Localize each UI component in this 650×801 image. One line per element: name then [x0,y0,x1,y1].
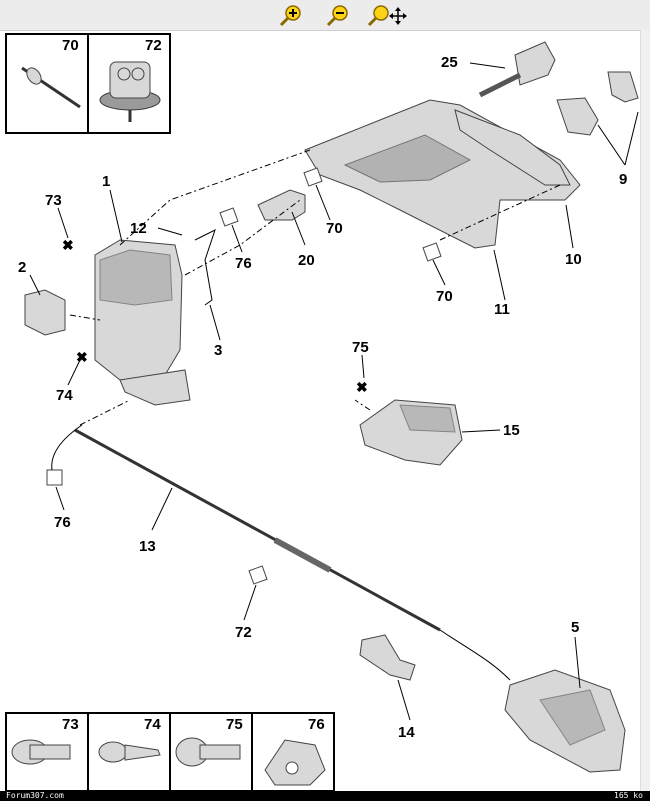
zoom-out-icon[interactable] [326,4,350,26]
callout-15: 15 [503,422,520,439]
inset-label-70: 70 [62,37,79,54]
clip-fastener-icon [99,61,161,122]
status-site-name: Forum307.com [6,791,64,800]
svg-text:✖: ✖ [76,349,88,365]
torx-screw-icon [11,739,71,765]
interior-handle-part [504,669,626,773]
zoom-pan-icon[interactable] [367,4,407,26]
callout-20: 20 [298,252,315,269]
callout-3: 3 [214,342,222,359]
callout-12: 12 [130,220,147,237]
self-tapping-screw-icon [98,741,161,763]
flange-screw-icon [175,737,241,767]
inset-bottom: 73 74 75 76 [5,712,335,791]
key-part [478,41,556,98]
inset-label-75: 75 [226,716,243,733]
clip-icon [264,739,326,786]
callout-70-top: 70 [326,220,343,237]
inset-label-72: 72 [145,37,162,54]
inset-label-76: 76 [308,716,325,733]
assembly-lines [69,149,561,426]
vertical-scrollbar[interactable] [640,30,650,801]
callout-73: 73 [45,192,62,209]
callout-14: 14 [398,724,415,741]
callout-75: 75 [352,339,369,356]
callout-74: 74 [56,387,73,404]
seal-parts [556,71,639,136]
exterior-handle-part [304,99,581,249]
svg-text:✖: ✖ [62,237,74,253]
callout-25: 25 [441,54,458,71]
callout-1: 1 [102,173,110,190]
callout-76-top: 76 [235,255,252,272]
parts-diagram: 70 72 [5,33,639,791]
svg-text:✖: ✖ [356,379,368,395]
status-file-size: 165 ko [614,791,643,800]
callout-11: 11 [494,301,510,318]
status-bar: Forum307.com 165 ko [0,791,650,801]
callout-2: 2 [18,259,26,276]
inset-label-74: 74 [144,716,161,733]
viewer-toolbar [0,0,650,31]
callout-70-mid: 70 [436,288,453,305]
leader-lines [29,62,639,721]
link-rod-part [194,229,216,306]
callout-72: 72 [235,624,252,641]
inset-top: 70 72 [5,33,171,134]
inset-label-73: 73 [62,716,79,733]
zoom-in-icon[interactable] [279,4,303,26]
rivet-icon [21,66,81,109]
callout-13: 13 [139,538,156,555]
callout-9: 9 [619,171,627,188]
bracket-part-2 [24,289,66,336]
callout-10: 10 [565,251,582,268]
lock-module-part [94,239,191,406]
lock-cylinder-part [257,189,306,221]
callout-76-left: 76 [54,514,71,531]
cover-part [359,399,463,466]
bracket-part-14 [359,634,416,681]
cable-part [74,428,511,681]
callout-5: 5 [571,619,579,636]
